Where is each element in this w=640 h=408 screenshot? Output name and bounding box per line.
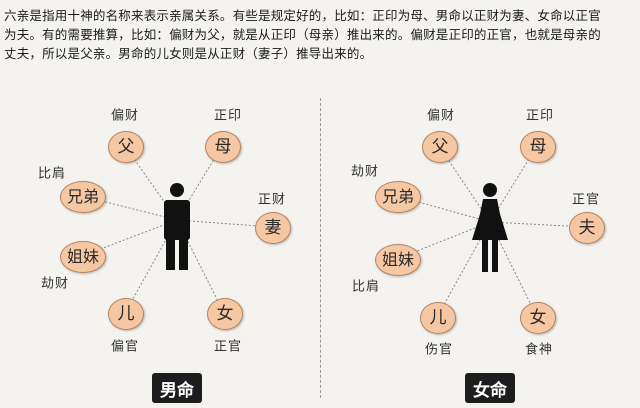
intro-line-2: 为夫。有的需要推算，比如：偏财为父，就是从正印（母亲）推出来的。偏财是正印的正官… [4, 27, 601, 42]
female-node-father: 父 [422, 131, 458, 163]
female-figure-icon [472, 183, 508, 272]
panel-divider [320, 98, 321, 398]
female-node-son: 儿 [420, 302, 456, 334]
female-label-sisters: 比肩 [351, 279, 381, 295]
male-node-sisters: 姐妹 [60, 241, 106, 273]
male-connector-lines [81, 145, 273, 314]
intro-text: 六亲是指用十神的名称来表示亲属关系。有些是规定好的，比如：正印为母、男命以正财为… [4, 6, 636, 63]
female-label-husband: 正官 [571, 192, 601, 208]
intro-line-3: 丈夫，所以是父亲。男命的儿女则是从正财（妻子）推导出来的。 [4, 46, 373, 61]
male-node-son: 儿 [108, 298, 144, 330]
male-node-father: 父 [108, 131, 144, 163]
female-node-sisters: 姐妹 [375, 244, 421, 276]
female-node-brothers: 兄弟 [375, 181, 421, 213]
female-label-brothers: 劫财 [350, 164, 380, 180]
male-label-son: 偏官 [110, 339, 140, 355]
female-label-son: 伤官 [424, 342, 454, 358]
female-line-sisters [396, 221, 491, 260]
male-node-daughter: 女 [207, 298, 243, 330]
male-label-daughter: 正官 [213, 339, 243, 355]
female-label-father: 偏财 [426, 108, 456, 124]
female-node-husband: 夫 [569, 212, 605, 244]
female-badge: 女命 [465, 373, 515, 403]
female-panel: 父 母 兄弟 夫 姐妹 儿 女 偏财 正印 劫财 正官 比肩 伤官 食神 女命 [320, 0, 640, 408]
female-label-daughter: 食神 [524, 342, 554, 358]
female-node-mother: 母 [520, 131, 556, 163]
male-node-mother: 母 [205, 131, 241, 163]
male-label-wife: 正财 [257, 192, 287, 208]
male-node-wife: 妻 [255, 212, 291, 244]
male-label-mother: 正印 [213, 108, 243, 124]
male-label-father: 偏财 [110, 108, 140, 124]
male-label-brothers: 比肩 [37, 166, 67, 182]
female-line-mother [489, 145, 538, 223]
male-figure-icon [164, 183, 190, 270]
male-label-sisters: 劫财 [40, 276, 70, 292]
female-node-daughter: 女 [520, 302, 556, 334]
male-line-father [124, 145, 178, 221]
male-panel: 父 母 兄弟 妻 姐妹 儿 女 偏财 正印 比肩 正财 劫财 偏官 正官 男命 [37, 108, 291, 403]
female-label-mother: 正印 [525, 108, 555, 124]
intro-line-1: 六亲是指用十神的名称来表示亲属关系。有些是规定好的，比如：正印为母、男命以正财为… [4, 8, 601, 23]
male-badge: 男命 [152, 373, 202, 403]
male-node-brothers: 兄弟 [60, 181, 106, 213]
